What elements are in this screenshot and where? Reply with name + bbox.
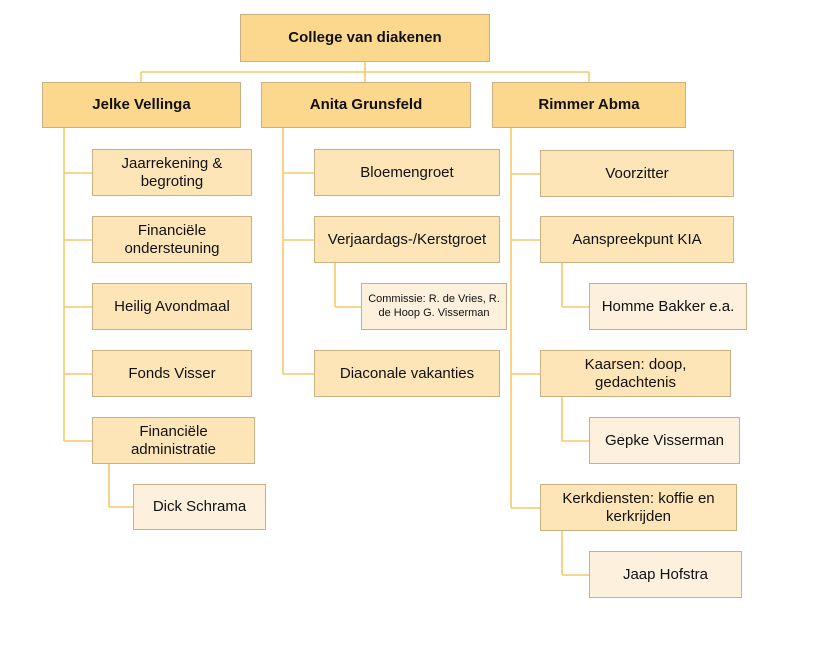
member-label: Jaap Hofstra xyxy=(622,565,709,583)
member-box: Gepke Visserman xyxy=(589,417,740,464)
member-label: Gepke Visserman xyxy=(605,431,724,449)
task-box: Voorzitter xyxy=(540,150,734,197)
task-box: Kerkdiensten: koffie en kerkrijden xyxy=(540,484,737,531)
task-label: Fonds Visser xyxy=(128,364,216,382)
task-label: Diaconale vakanties xyxy=(339,364,475,382)
member-label: Dick Schrama xyxy=(152,498,247,515)
branch-head-rimmer: Rimmer Abma xyxy=(492,82,686,128)
task-box: Bloemengroet xyxy=(314,149,500,196)
task-box: Aanspreekpunt KIA xyxy=(540,216,734,263)
task-label: Financiële administratie xyxy=(130,422,217,458)
member-box: Dick Schrama xyxy=(133,484,266,530)
task-box: Kaarsen: doop, gedachtenis xyxy=(540,350,731,397)
branch-head-label: Rimmer Abma xyxy=(538,96,640,113)
task-label: Jaarrekening & begroting xyxy=(121,154,223,190)
task-box: Fonds Visser xyxy=(92,350,252,397)
member-label: Homme Bakker e.a. xyxy=(601,297,735,315)
task-label: Kaarsen: doop, gedachtenis xyxy=(584,355,687,391)
task-box: Heilig Avondmaal xyxy=(92,283,252,330)
branch-head-anita: Anita Grunsfeld xyxy=(261,82,471,128)
task-label: Heilig Avondmaal xyxy=(114,297,230,315)
task-label: Voorzitter xyxy=(605,164,669,182)
member-box: Commissie: R. de Vries, R. de Hoop G. Vi… xyxy=(361,283,507,330)
member-box: Jaap Hofstra xyxy=(589,551,742,598)
task-label: Aanspreekpunt KIA xyxy=(572,230,702,248)
task-box: Financiële ondersteuning xyxy=(92,216,252,263)
task-label: Financiële ondersteuning xyxy=(124,221,220,257)
task-label: Kerkdiensten: koffie en kerkrijden xyxy=(562,489,715,525)
root-box: College van diakenen xyxy=(240,14,490,62)
task-box: Diaconale vakanties xyxy=(314,350,500,397)
branch-head-label: Anita Grunsfeld xyxy=(309,96,423,113)
branch-head-jelke: Jelke Vellinga xyxy=(42,82,241,128)
task-label: Verjaardags-/Kerstgroet xyxy=(327,230,487,248)
task-label: Bloemengroet xyxy=(360,163,454,181)
root-label: College van diakenen xyxy=(288,29,442,46)
task-box: Jaarrekening & begroting xyxy=(92,149,252,196)
task-box: Verjaardags-/Kerstgroet xyxy=(314,216,500,263)
branch-head-label: Jelke Vellinga xyxy=(92,96,191,113)
member-label: Commissie: R. de Vries, R. de Hoop G. Vi… xyxy=(368,293,500,319)
member-box: Homme Bakker e.a. xyxy=(589,283,747,330)
task-box: Financiële administratie xyxy=(92,417,255,464)
